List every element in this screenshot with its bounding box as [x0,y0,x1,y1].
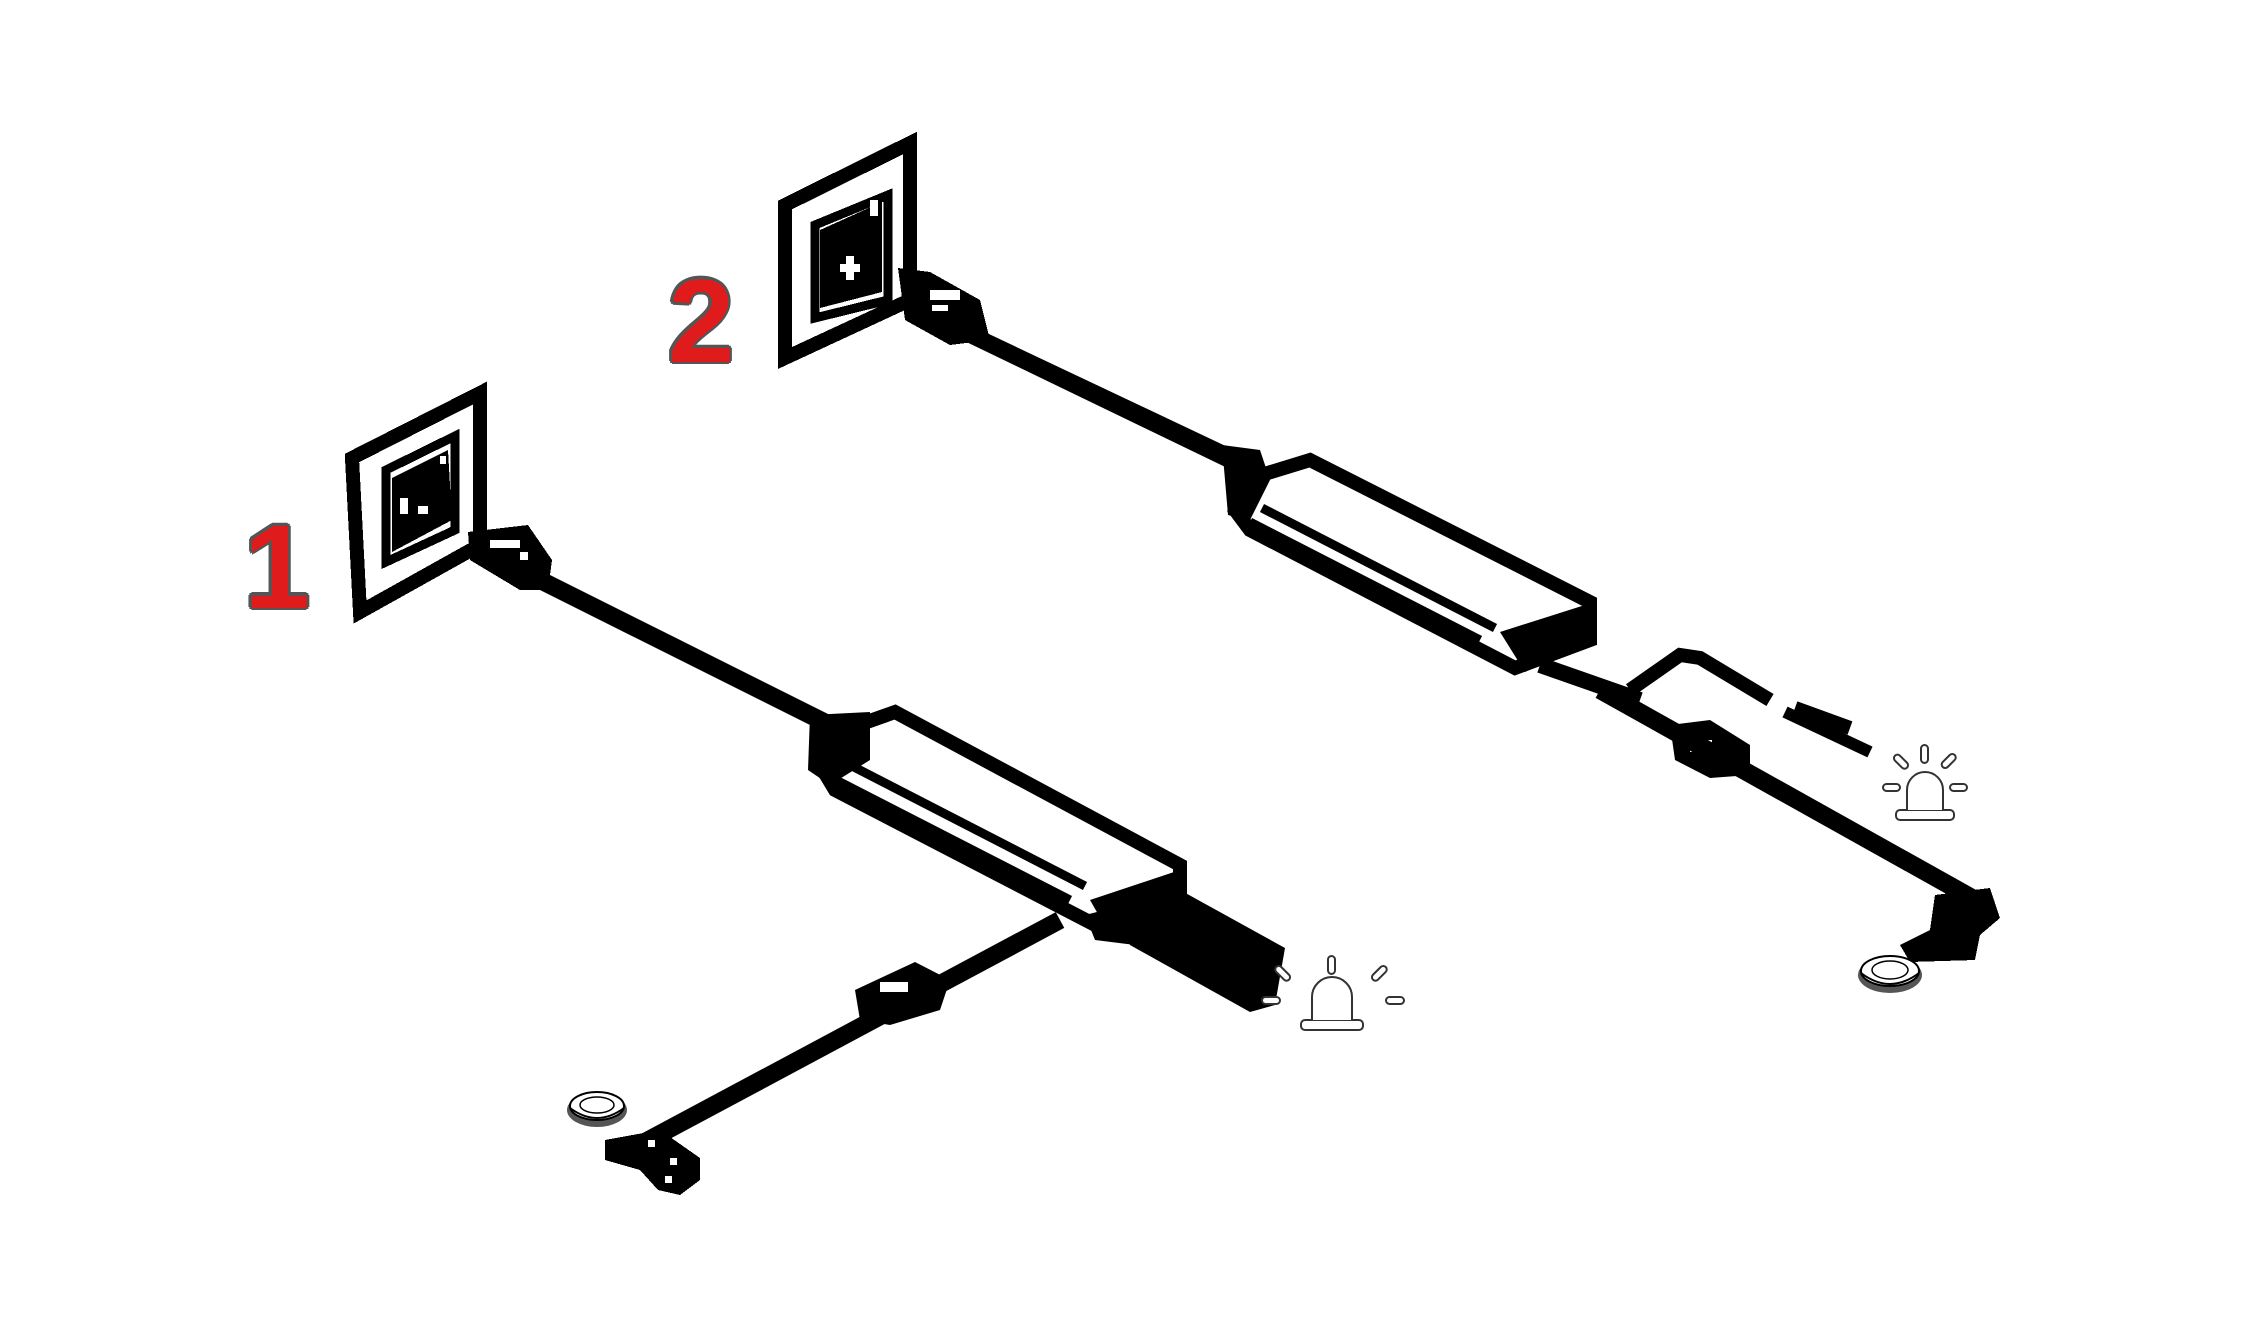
cable-connector-icon [1900,888,2000,962]
split-cable-icon [1625,647,1873,778]
cable [956,322,1254,478]
siren-icon [1882,744,1968,821]
variant-1-label: 1 [244,501,310,633]
assembly-2 [778,131,2000,993]
variant-2-label: 2 [668,255,734,387]
wall-socket-icon [778,131,917,369]
washer-ring-icon [567,1091,627,1127]
cable [625,912,1065,1158]
washer-ring-icon [1858,955,1922,993]
cable-clip-icon [855,962,950,1025]
cable [1595,682,1995,916]
siren-icon [1261,955,1405,1031]
assembly-1 [344,381,1405,1195]
power-adapter-box-icon [808,704,1187,938]
cable-connector-icon [605,1130,700,1195]
wall-socket-icon [344,381,487,624]
power-adapter-box-icon [1222,445,1597,676]
coiled-cable-icon [1085,890,1285,1012]
